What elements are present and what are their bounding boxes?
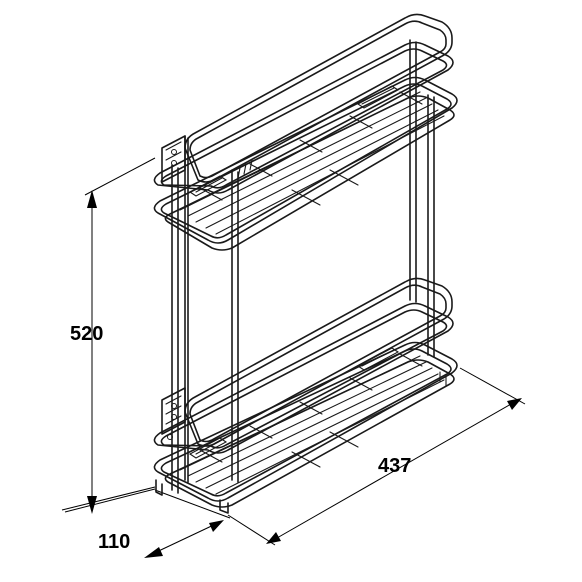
depth-value: 437 <box>378 455 411 477</box>
lower-shelf <box>153 277 458 514</box>
vertical-posts <box>171 39 435 494</box>
basket-frame <box>153 13 458 514</box>
height-dimension: 520 <box>61 157 156 514</box>
width-dimension: 110 <box>64 488 231 558</box>
bracket-screws <box>167 149 177 440</box>
upper-shelf <box>153 13 458 251</box>
height-value: 520 <box>70 323 103 345</box>
width-value: 110 <box>98 531 130 553</box>
depth-dimension: 437 <box>227 367 526 546</box>
